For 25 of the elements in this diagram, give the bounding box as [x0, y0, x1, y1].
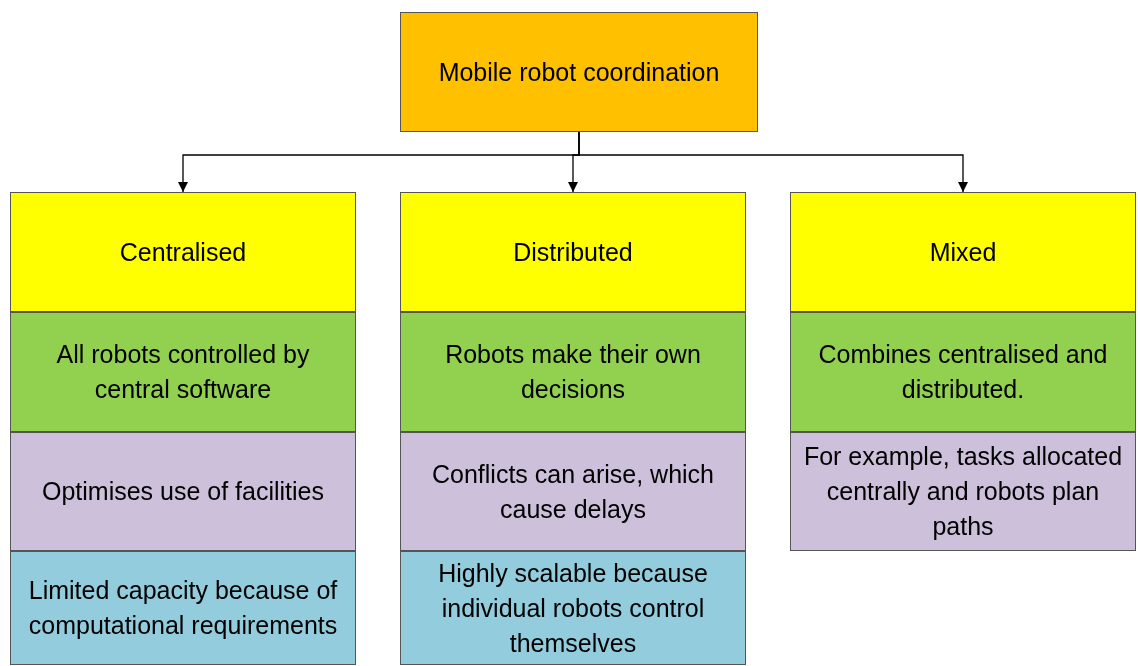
category-box — [400, 192, 746, 312]
node-text: Optimises use of facilities — [41, 476, 324, 507]
arrow — [578, 131, 969, 193]
description-box — [790, 432, 1136, 551]
category-box — [10, 192, 356, 312]
node-text: For example, tasks allocated centrally and robots plan paths — [802, 441, 1124, 542]
description-box — [400, 551, 746, 665]
node-text: All robots controlled by central software — [55, 339, 311, 405]
description-box — [400, 312, 746, 432]
node-text: Conflicts can arise, which cause delays — [430, 458, 716, 525]
node-text: Highly scalable because individual robots control themselves — [437, 557, 709, 659]
node-text: Centralised — [119, 236, 247, 268]
description-box — [10, 432, 356, 551]
description-box — [10, 551, 356, 665]
category-box — [790, 192, 1136, 312]
description-box — [790, 312, 1136, 432]
description-box — [400, 432, 746, 551]
root-box — [400, 12, 758, 132]
node-text: Distributed — [513, 236, 633, 268]
node-text: Limited capacity because of computational requirements — [27, 575, 339, 641]
node-text: Mobile robot coordination — [438, 56, 720, 88]
node-text: Mixed — [929, 236, 997, 268]
node-text: Combines centralised and distributed. — [817, 339, 1109, 405]
node-text: Robots make their own decisions — [444, 339, 702, 405]
description-box — [10, 312, 356, 432]
